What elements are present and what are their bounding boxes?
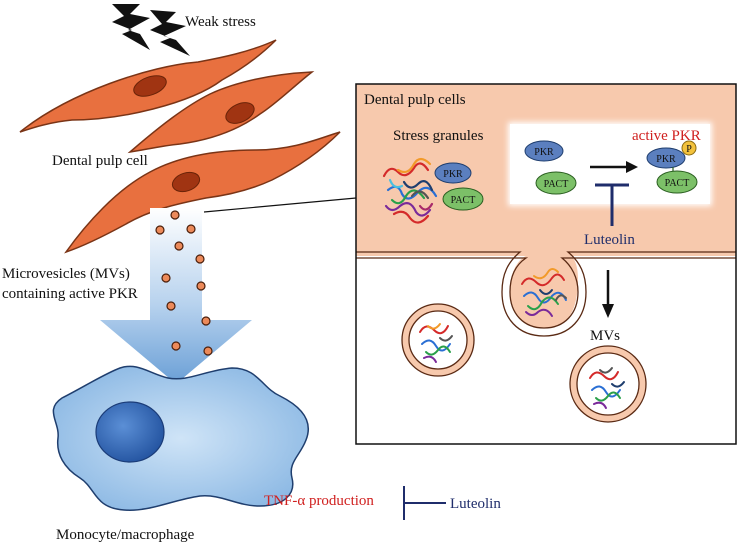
microvesicles-label-2: containing active PKR xyxy=(2,286,138,302)
pkr-active-label: PKR xyxy=(656,154,676,165)
phospho-icon xyxy=(681,140,697,156)
pact-active xyxy=(656,170,698,194)
zoom-connector xyxy=(203,197,357,213)
release-down-arrow xyxy=(602,270,614,318)
microvesicle-dots xyxy=(155,210,213,356)
macrophage-nucleus xyxy=(95,401,165,463)
phospho-label: P xyxy=(686,144,692,155)
pkr-inactive xyxy=(524,140,564,162)
luteolin-bottom-label: Luteolin xyxy=(450,496,501,512)
granule-pkr xyxy=(434,162,472,184)
granule-pact xyxy=(442,187,484,211)
weak-stress-label: Weak stress xyxy=(185,14,256,30)
microvesicles-label-1: Microvesicles (MVs) xyxy=(2,266,130,282)
dental-pulp-cell-3 xyxy=(64,131,341,254)
tnf-production-label: TNF-α production xyxy=(264,493,374,509)
dental-pulp-cell-2 xyxy=(127,71,315,154)
monocyte-label: Monocyte/macrophage xyxy=(56,527,195,543)
stress-granules-label: Stress granules xyxy=(393,128,484,144)
pact-inactive xyxy=(535,171,577,195)
panel-title: Dental pulp cells xyxy=(364,92,466,108)
granule-pkr-label: PKR xyxy=(443,169,463,180)
activation-arrow xyxy=(590,161,638,173)
active-pkr-label: active PKR xyxy=(632,128,701,144)
granule-pact-label: PACT xyxy=(451,195,476,206)
pkr-active xyxy=(646,147,686,169)
dental-pulp-cell-1 xyxy=(19,39,277,133)
microvesicle-2 xyxy=(569,345,647,423)
budding-granule xyxy=(521,268,567,317)
mvs-label: MVs xyxy=(590,328,620,344)
pact-inactive-label: PACT xyxy=(544,179,569,190)
luteolin-panel-label: Luteolin xyxy=(584,232,635,248)
dental-pulp-cell-label: Dental pulp cell xyxy=(52,153,148,169)
inhibition-icon xyxy=(403,486,446,520)
pact-active-label: PACT xyxy=(665,178,690,189)
macrophage-cell xyxy=(52,365,309,511)
pkr-inactive-label: PKR xyxy=(534,147,554,158)
luteolin-inhibition-icon xyxy=(595,183,629,226)
stress-granule xyxy=(382,157,438,224)
release-arrow xyxy=(100,208,252,384)
microvesicle-1 xyxy=(401,303,475,377)
lightning-icon xyxy=(112,4,190,56)
